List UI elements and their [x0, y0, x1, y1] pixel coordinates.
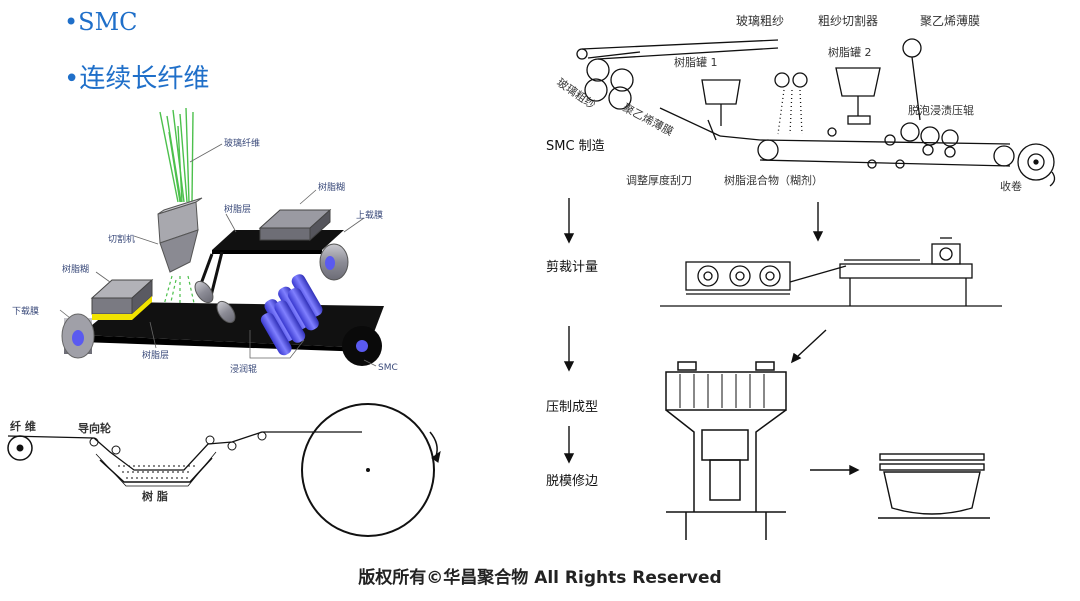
label-thickness-blade: 调整厚度刮刀	[626, 173, 692, 187]
continuous-fiber-diagram: 纤 维 导向轮 树 脂	[7, 403, 441, 537]
cutting-station	[660, 237, 1002, 307]
label-cutter: 切割机	[108, 233, 135, 245]
label-resin-tank-2: 树脂罐 2	[828, 45, 872, 59]
glass-fiber-strands	[159, 107, 194, 203]
copyright-footer: 版权所有©华昌聚合物 All Rights Reserved	[358, 568, 722, 588]
label-resin-layer-top: 树脂层	[224, 203, 251, 215]
label-resin-mix: 树脂混合物（糊剂）	[724, 173, 823, 187]
label-pe-film-left: 聚乙烯薄膜	[621, 100, 676, 138]
flow-arrows	[563, 198, 860, 476]
smc-3d-diagram: 玻璃纤维 切割机 树脂糊 树脂层 上载膜 树脂糊 下载膜 树脂层 浸润辊 SMC	[12, 107, 398, 375]
smc-process-flow: 玻璃粗纱 粗纱切割器 聚乙烯薄膜 树脂罐 1 树脂罐 2 玻璃粗纱 聚乙烯薄膜 …	[546, 13, 1056, 540]
resin-paste-box-top	[258, 208, 332, 242]
upper-film-roll	[319, 243, 349, 281]
resin-paste-box-left	[90, 278, 154, 320]
step-cutting-weighing: 剪裁计量	[546, 259, 598, 275]
press-rollers	[194, 280, 236, 324]
label-roving-cutter: 粗纱切割器	[818, 13, 878, 28]
lower-film-roll	[61, 313, 95, 359]
label-fiber: 纤 维	[10, 419, 36, 433]
label-resin-tank-1: 树脂罐 1	[674, 55, 718, 69]
smc-output-roll	[342, 326, 382, 366]
label-pe-film-top: 聚乙烯薄膜	[920, 13, 980, 28]
label-resin-paste-top: 树脂糊	[318, 181, 345, 193]
label-guide-wheel: 导向轮	[78, 421, 111, 435]
label-upper-film: 上载膜	[356, 209, 383, 221]
label-take-up: 收卷	[1000, 179, 1022, 193]
label-resin-layer-bottom: 树脂层	[142, 349, 169, 361]
label-resin-paste-left: 树脂糊	[62, 263, 89, 275]
impregnation-rollers	[260, 274, 323, 356]
smc-manufacturing-machine	[576, 38, 1056, 187]
label-glass-fiber: 玻璃纤维	[224, 137, 260, 149]
step-demolding-trimming: 脱模修边	[546, 474, 598, 489]
label-lower-film: 下载膜	[12, 305, 39, 317]
label-glass-roving-top: 玻璃粗纱	[736, 14, 784, 28]
step-smc-manufacturing: SMC 制造	[546, 139, 605, 154]
label-degas-rollers: 脱泡浸渍压辊	[908, 103, 974, 117]
step-compression-molding: 压制成型	[546, 400, 598, 415]
label-resin: 树 脂	[142, 489, 168, 503]
compression-press	[665, 361, 787, 540]
bullet-smc: •SMC	[64, 8, 138, 36]
label-smc: SMC	[378, 363, 398, 373]
trimmed-parts	[878, 453, 990, 519]
bullet-continuous-fiber: •连续长纤维	[64, 64, 210, 94]
cutter-machine	[157, 197, 203, 273]
label-impregnation-rollers: 浸润辊	[230, 363, 257, 375]
